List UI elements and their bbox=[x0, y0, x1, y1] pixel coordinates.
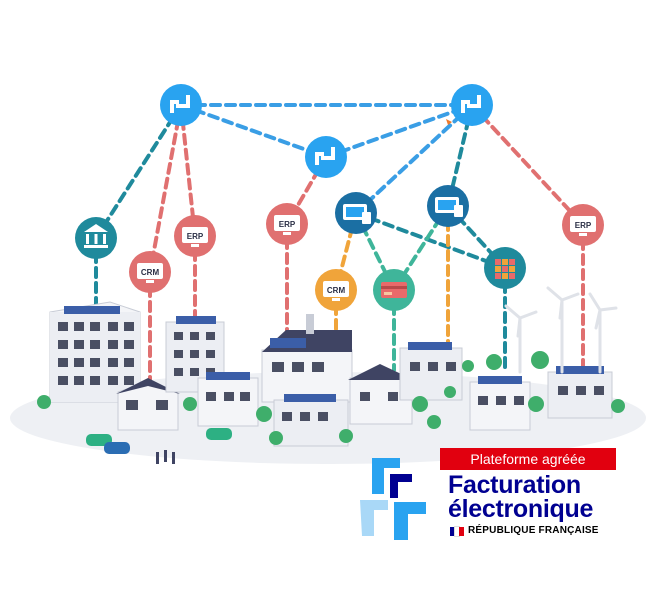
erp-label: ERP bbox=[279, 220, 296, 229]
link-platform-3-software-1 bbox=[354, 103, 474, 215]
link-platform-1-erp bbox=[179, 103, 197, 238]
platform-node-2 bbox=[305, 136, 347, 178]
link-platform-3-erp bbox=[470, 103, 585, 227]
bank-node bbox=[75, 217, 117, 259]
brand-title-line-1: Facturation bbox=[448, 471, 581, 499]
payment-node bbox=[373, 269, 415, 311]
republic-label: RÉPUBLIQUE FRANÇAISE bbox=[468, 525, 599, 536]
erp-node-2: ERP bbox=[266, 203, 308, 245]
bank-icon bbox=[84, 224, 108, 248]
platform-icon bbox=[315, 147, 335, 165]
link-software-1-marketplace bbox=[354, 211, 507, 270]
solar-panels bbox=[64, 306, 120, 314]
trees bbox=[37, 351, 625, 445]
link-platform-1-bank bbox=[94, 103, 183, 240]
crm-node-2: CRM bbox=[315, 269, 357, 311]
link-platform-1-crm bbox=[148, 103, 183, 274]
platform-node-1 bbox=[160, 84, 202, 126]
link-platform-2-platform-3 bbox=[324, 103, 474, 159]
erp-label: ERP bbox=[187, 232, 204, 241]
link-platform-1-platform-2 bbox=[179, 103, 328, 159]
spark-icon bbox=[446, 119, 452, 125]
marketplace-node bbox=[484, 247, 526, 289]
software-node-2 bbox=[427, 185, 469, 227]
approved-platform-badge: Plateforme agréée bbox=[440, 448, 616, 470]
cars bbox=[86, 428, 232, 454]
platform-node-3 bbox=[446, 84, 493, 126]
facturation-logo-icon bbox=[360, 458, 426, 540]
phone-icon bbox=[454, 205, 463, 217]
platform-icon bbox=[461, 95, 481, 113]
brand-title-line-2: électronique bbox=[448, 495, 594, 523]
monitor-icon bbox=[570, 216, 596, 232]
monitor-icon bbox=[137, 263, 163, 279]
wind-turbines bbox=[504, 286, 618, 374]
erp-node-3: ERP bbox=[562, 204, 604, 246]
phone-icon bbox=[362, 212, 371, 224]
credit-card-icon bbox=[381, 282, 407, 298]
crm-label: CRM bbox=[141, 268, 160, 277]
crm-node-1: CRM bbox=[129, 251, 171, 293]
buildings bbox=[49, 301, 613, 447]
software-node-1 bbox=[335, 192, 377, 234]
erp-label: ERP bbox=[575, 221, 592, 230]
erp-node-1: ERP bbox=[174, 215, 216, 257]
people bbox=[156, 450, 175, 464]
monitor-icon bbox=[182, 227, 208, 243]
platform-icon bbox=[170, 95, 190, 113]
monitor-icon bbox=[274, 215, 300, 231]
monitor-icon bbox=[323, 281, 349, 297]
crm-label: CRM bbox=[327, 286, 346, 295]
brand-block: Plateforme agréée Facturation électroniq… bbox=[350, 446, 630, 546]
grid-icon bbox=[495, 259, 515, 279]
french-flag-icon bbox=[450, 526, 465, 537]
